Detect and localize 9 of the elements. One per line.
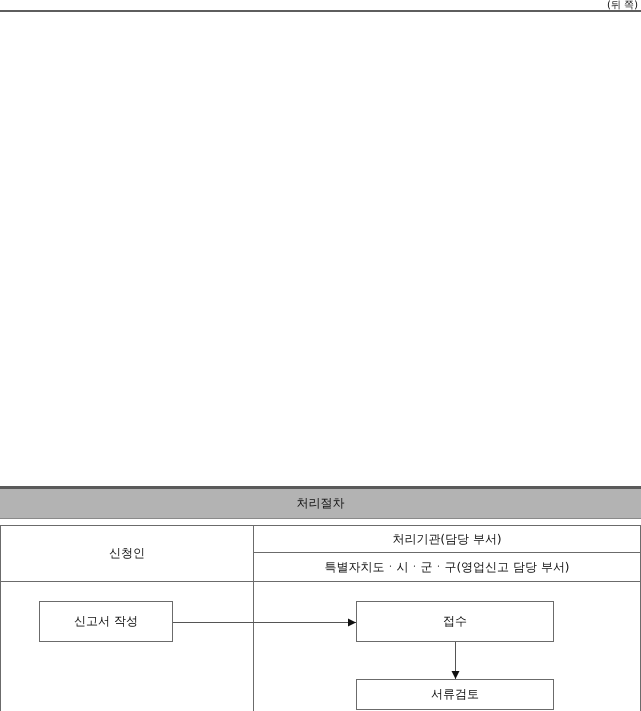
header-cell: 신청인 [0, 525, 254, 582]
arrow [172, 618, 356, 626]
arrow [452, 642, 460, 680]
section-heading: 처리절차 [0, 486, 641, 519]
process-box: 접수 [356, 601, 554, 642]
page-note: (뒤 쪽) [607, 0, 638, 11]
header-cell: 처리기관(담당 부서) [253, 525, 641, 553]
process-box: 신고서 작성 [39, 601, 173, 642]
process-box: 서류검토 [356, 679, 554, 710]
